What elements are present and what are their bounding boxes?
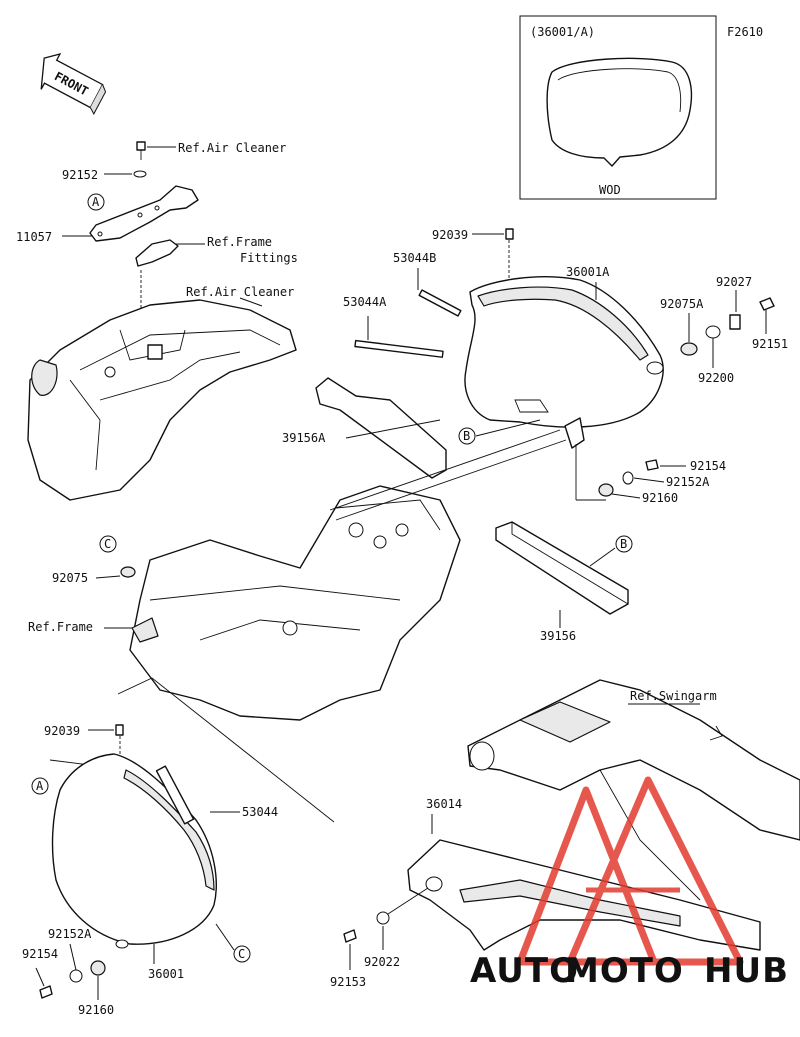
nut-92160-bottom [90,960,106,976]
frame-assembly [129,429,567,721]
label-36001A: 36001A [566,265,610,279]
inset-caption: WOD [599,183,621,197]
label-92075: 92075 [52,571,88,585]
label-36001: 36001 [148,967,184,981]
watermark-text-moto: MOTO [565,951,684,991]
label-ref-air-cleaner-1: Ref.Air Cleaner [178,141,286,155]
bolt-92151 [759,297,775,311]
washer-92152 [133,170,147,178]
label-11057: 11057 [16,230,52,244]
label-92154-right: 92154 [690,459,726,473]
inset-cover-shape [546,57,693,167]
grommet-92075 [120,566,136,578]
label-ref-frame-fittings-2: Fittings [240,251,298,265]
callout-c-lower: C [238,947,245,961]
diagram-code: F2610 [727,25,763,39]
front-arrow-icon: FRONT [40,53,107,115]
washer-92022 [376,911,390,925]
bolt-92154 [645,459,659,471]
label-53044B: 53044B [393,251,436,265]
callout-a-top: A [92,195,100,209]
callout-b-upper: B [463,429,470,443]
bolt-92039-bottom [115,724,124,736]
watermark-text-hub: HUB [704,951,789,991]
label-92039-bottom: 92039 [44,724,80,738]
washer-92152A-right [622,471,634,485]
label-92200: 92200 [698,371,734,385]
pad-39156 [495,521,629,615]
callout-b-lower: B [620,537,627,551]
label-92154-bottom: 92154 [22,947,58,961]
bracket-11057 [89,185,199,242]
label-92027: 92027 [716,275,752,289]
label-92152-top: 92152 [62,168,98,182]
bolt-92154-bottom [39,985,53,999]
callout-c-upper: C [104,537,111,551]
bolt-92153 [343,929,357,943]
grommet-92075A [680,342,698,356]
bolt-top [136,141,146,160]
inset-box: (36001/A) WOD [519,15,717,200]
watermark-logo [516,776,744,966]
nut-92160-right [598,483,614,497]
label-92153: 92153 [330,975,366,989]
label-ref-swingarm: Ref.Swingarm [630,689,717,703]
label-92151: 92151 [752,337,788,351]
air-cleaner-housing [27,299,297,501]
label-92075A: 92075A [660,297,704,311]
label-92022: 92022 [364,955,400,969]
swingarm [467,679,800,901]
strip-53044B [418,289,462,317]
cover-36001A [464,276,664,428]
chain-guard-36014 [407,839,761,951]
washer-92152A-bottom [69,969,83,983]
pad-39156A [315,377,447,479]
inset-label: (36001/A) [530,25,595,39]
label-92152A-bottom: 92152A [48,927,92,941]
label-ref-frame: Ref.Frame [28,620,93,634]
watermark-text-auto: AUTO [470,951,579,991]
bracket-tab [564,417,585,449]
strip-53044 [155,765,195,825]
label-36014: 36014 [426,797,462,811]
washer-92200 [705,325,721,339]
frame-fitting [135,239,179,267]
label-92152A-right: 92152A [666,475,710,489]
label-92160-right: 92160 [642,491,678,505]
label-ref-air-cleaner-2: Ref.Air Cleaner [186,285,294,299]
bolt-92039-top [505,228,514,240]
label-39156: 39156 [540,629,576,643]
label-53044: 53044 [242,805,278,819]
callout-a-bottom: A [36,779,44,793]
label-92160-bottom: 92160 [78,1003,114,1017]
cover-36001 [51,753,217,949]
spacer-92027 [729,314,741,330]
label-53044A: 53044A [343,295,387,309]
label-92039-top: 92039 [432,228,468,242]
label-ref-frame-fittings-1: Ref.Frame [207,235,272,249]
label-39156A: 39156A [282,431,326,445]
strip-53044A [354,339,444,358]
